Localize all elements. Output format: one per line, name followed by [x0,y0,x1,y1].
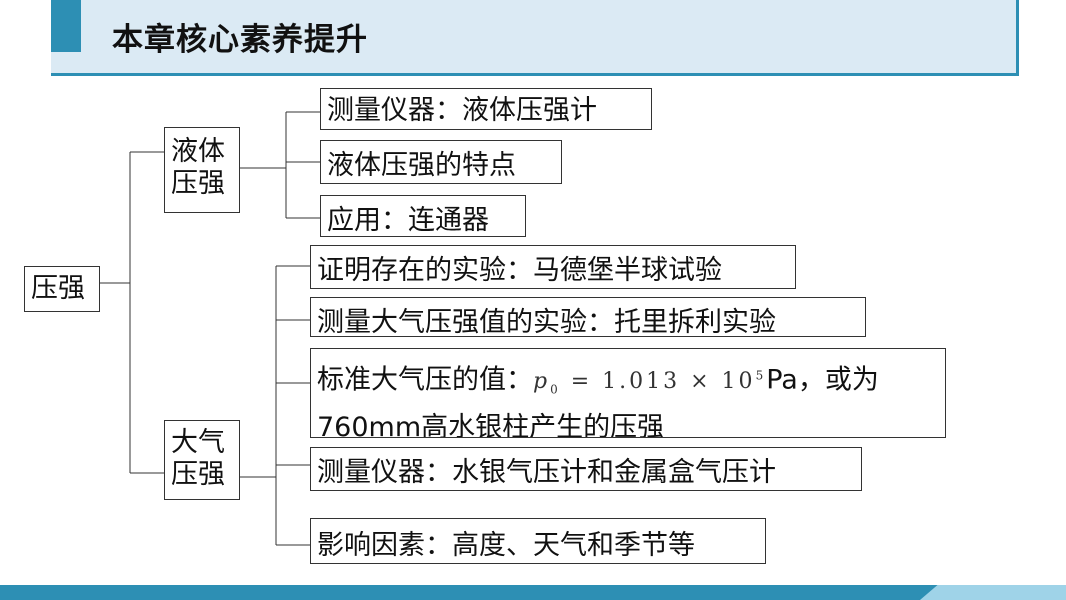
liquid-label-line1: 液体 [171,136,225,167]
footer-accent [920,585,1066,600]
atmosphere-label-line2: 压强 [171,459,225,490]
liquid-item-characteristics-text: 液体压强的特点 [327,150,516,181]
standard-value-unit: Pa，或为 [766,364,879,396]
atmosphere-item-measure-experiment: 测量大气压强值的实验：托里拆利实验 [310,297,866,337]
root-label: 压强 [31,273,85,304]
page-title: 本章核心素养提升 [112,22,368,58]
formula-subscript: 0 [550,382,561,397]
atmosphere-label-line1: 大气 [171,427,225,458]
standard-value-formula: p0 = 1.013 × 105 [533,369,767,397]
formula-exponent: 5 [755,369,767,383]
atmosphere-item-proof-text: 证明存在的实验：马德堡半球试验 [317,255,722,286]
liquid-item-instrument-text: 测量仪器：液体压强计 [327,95,597,126]
atmosphere-item-factors-text: 影响因素：高度、天气和季节等 [317,530,695,561]
atmosphere-item-standard-value: 标准大气压的值：p0 = 1.013 × 105Pa，或为 760mm高水银柱产… [310,348,946,438]
liquid-item-application-text: 应用：连通器 [327,205,489,236]
atmosphere-item-measure-text: 测量大气压强值的实验：托里拆利实验 [317,307,776,337]
liquid-label-line2: 压强 [171,168,225,199]
formula-body: = 1.013 × 10 [560,369,756,395]
atmosphere-item-instrument: 测量仪器：水银气压计和金属盒气压计 [310,447,862,491]
standard-value-line1: 标准大气压的值：p0 = 1.013 × 105Pa，或为 [317,357,939,409]
atmosphere-item-instrument-text: 测量仪器：水银气压计和金属盒气压计 [317,457,776,488]
standard-value-prefix: 标准大气压的值： [317,364,533,396]
atmosphere-item-factors: 影响因素：高度、天气和季节等 [310,518,766,564]
footer-band [0,585,1066,600]
liquid-item-instrument: 测量仪器：液体压强计 [320,88,652,130]
liquid-item-characteristics: 液体压强的特点 [320,140,562,184]
atmosphere-item-proof-experiment: 证明存在的实验：马德堡半球试验 [310,245,796,289]
header-accent-bar [51,0,81,52]
header-band [51,0,1019,76]
formula-symbol: p [533,369,551,395]
liquid-item-application: 应用：连通器 [320,195,526,237]
atmosphere-pressure-node: 大气 压强 [164,420,240,500]
liquid-pressure-node: 液体 压强 [164,127,240,213]
standard-value-line2: 760mm高水银柱产生的压强 [317,411,665,438]
root-node: 压强 [24,266,100,312]
